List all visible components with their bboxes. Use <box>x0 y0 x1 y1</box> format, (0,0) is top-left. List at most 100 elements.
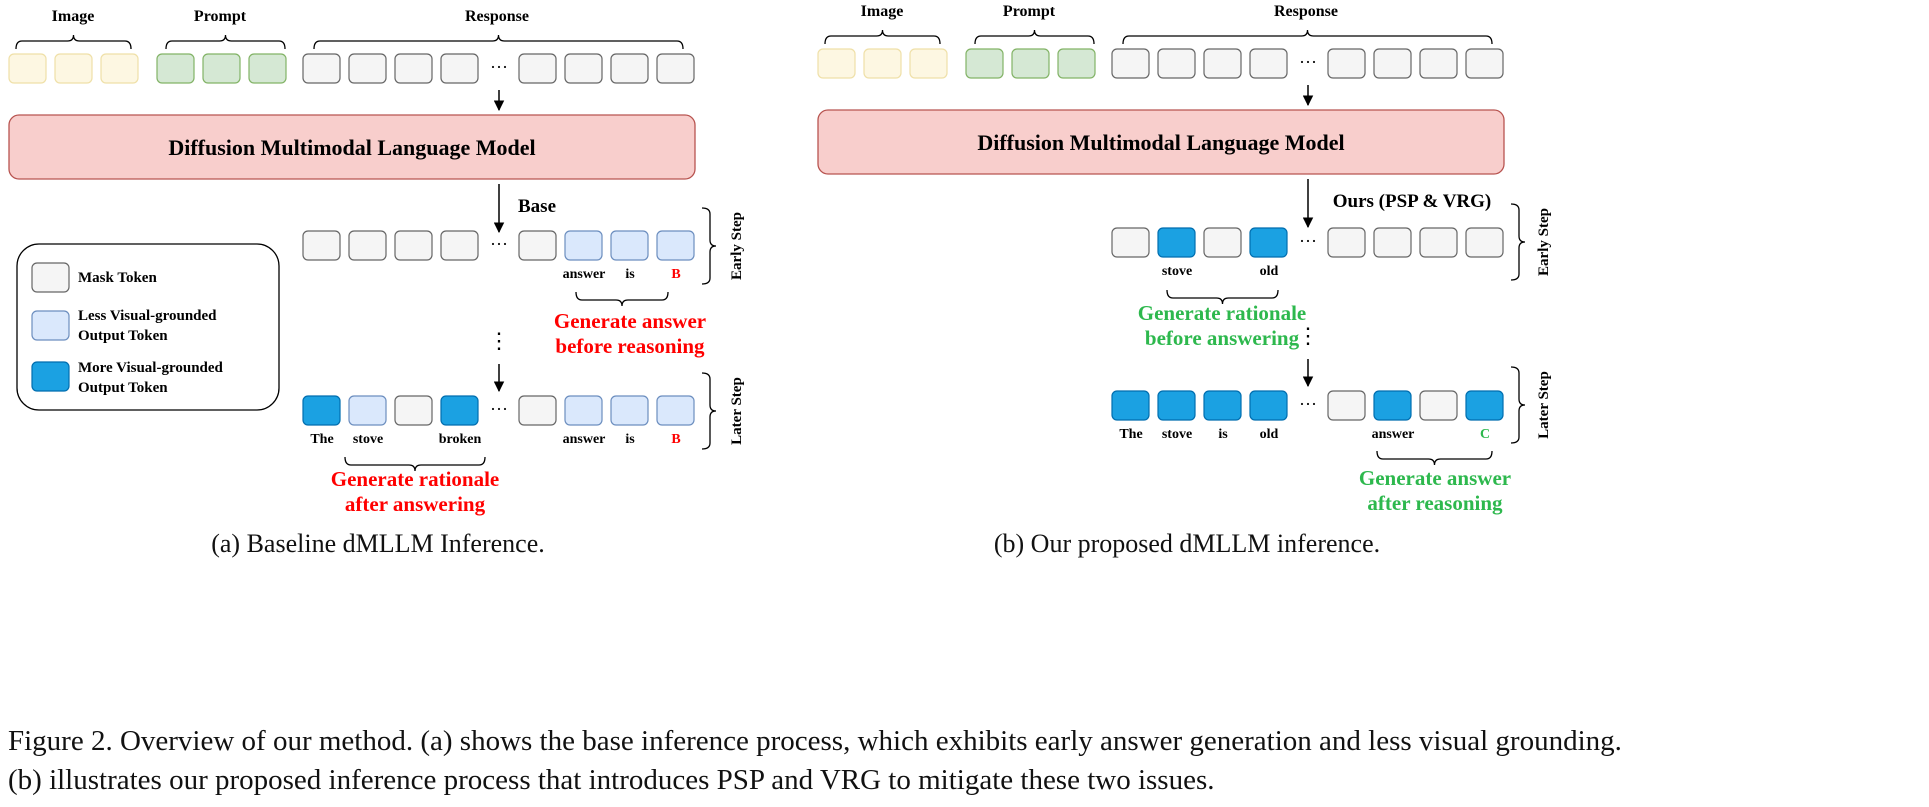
sub-caption: (b) Our proposed dMLLM inference. <box>994 529 1380 558</box>
later-step-brace <box>701 372 717 450</box>
token-label: is <box>1218 427 1228 442</box>
annotation-line: before reasoning <box>555 334 705 358</box>
more-visual-token <box>302 395 341 426</box>
mask-token <box>1203 48 1242 79</box>
early-step-label: Early Step <box>729 212 745 280</box>
less-visual-token <box>610 230 649 261</box>
token-label: stove <box>353 432 383 447</box>
less-visual-token <box>348 395 387 426</box>
mask-token <box>1249 48 1288 79</box>
token-label: is <box>625 432 635 447</box>
early-annotation-brace <box>1166 289 1279 305</box>
early-step-label: Early Step <box>1536 208 1552 276</box>
token-label: old <box>1260 427 1279 442</box>
image-token <box>8 53 47 84</box>
mask-token <box>1327 390 1366 421</box>
ellipsis: ··· <box>490 399 508 419</box>
response-brace <box>1122 29 1493 45</box>
token-label: broken <box>439 432 482 447</box>
later-annotation-brace <box>344 456 486 472</box>
header-image: Image <box>861 3 904 20</box>
ellipsis: ··· <box>490 234 508 254</box>
less-visual-token <box>610 395 649 426</box>
mask-token <box>348 230 387 261</box>
later-step-brace <box>1510 366 1526 444</box>
mask-token <box>440 230 479 261</box>
image-brace <box>824 29 941 45</box>
model-box <box>8 114 696 180</box>
image-token <box>863 48 902 79</box>
mask-token <box>610 53 649 84</box>
less-visual-token <box>564 230 603 261</box>
less-visual-token <box>564 395 603 426</box>
mask-token <box>1327 227 1366 258</box>
prompt-brace <box>974 29 1095 45</box>
less-visual-token <box>656 230 695 261</box>
more-visual-token <box>1249 227 1288 258</box>
mask-token <box>518 53 557 84</box>
header-prompt: Prompt <box>194 8 247 25</box>
mask-token <box>1157 48 1196 79</box>
token-label: stove <box>1162 264 1192 279</box>
later-annotation-brace <box>1376 450 1493 466</box>
legend-mask-label: Mask Token <box>78 270 157 286</box>
legend-box <box>16 243 280 411</box>
token-label: stove <box>1162 427 1192 442</box>
annotation-line: after reasoning <box>1367 491 1503 515</box>
mask-token <box>656 53 695 84</box>
mask-token <box>394 53 433 84</box>
figure-caption-line-1: Figure 2. Overview of our method. (a) sh… <box>8 725 1622 757</box>
mask-token <box>1373 227 1412 258</box>
image-token <box>100 53 139 84</box>
prompt-token <box>1011 48 1050 79</box>
mask-token <box>1465 227 1504 258</box>
later-step-label: Later Step <box>1536 371 1552 439</box>
vertical-ellipsis: ⋮ <box>488 328 510 353</box>
annotation-line: Generate rationale <box>331 467 500 491</box>
legend-more-label: More Visual-grounded <box>78 360 224 376</box>
token-label: answer <box>1372 427 1415 442</box>
token-label: is <box>625 267 635 282</box>
prompt-token <box>156 53 195 84</box>
annotation-line: Generate rationale <box>1138 301 1307 325</box>
mask-token <box>302 230 341 261</box>
more-visual-token <box>1465 390 1504 421</box>
image-token <box>54 53 93 84</box>
mask-token <box>564 53 603 84</box>
token-label: answer <box>563 267 606 282</box>
mask-token <box>1419 227 1458 258</box>
more-visual-token <box>1157 227 1196 258</box>
legend-less-label: Less Visual-grounded <box>78 308 217 324</box>
image-brace <box>15 34 132 50</box>
prompt-token <box>1057 48 1096 79</box>
more-visual-token <box>1249 390 1288 421</box>
mask-token <box>1465 48 1504 79</box>
early-step-brace <box>701 207 717 285</box>
early-annotation-brace <box>575 291 669 307</box>
prompt-token <box>202 53 241 84</box>
answer-token-label: B <box>671 267 680 282</box>
mask-token <box>394 230 433 261</box>
figure-caption: Figure 2. Overview of our method. (a) sh… <box>8 722 1923 800</box>
header-response: Response <box>1274 3 1338 20</box>
ellipsis: ··· <box>490 57 508 77</box>
image-token <box>909 48 948 79</box>
annotation-line: before answering <box>1145 326 1300 350</box>
mask-token <box>348 53 387 84</box>
prompt-token <box>248 53 287 84</box>
annotation-line: Generate answer <box>554 309 706 333</box>
prompt-token <box>965 48 1004 79</box>
mask-token <box>1203 227 1242 258</box>
ellipsis: ··· <box>1299 231 1317 251</box>
ellipsis: ··· <box>1299 52 1317 72</box>
image-token <box>817 48 856 79</box>
model-label: Diffusion Multimodal Language Model <box>977 130 1344 155</box>
token-label: The <box>310 432 333 447</box>
answer-token-label: B <box>671 432 680 447</box>
less-visual-token <box>656 395 695 426</box>
more-visual-token <box>440 395 479 426</box>
mask-token <box>31 262 70 293</box>
